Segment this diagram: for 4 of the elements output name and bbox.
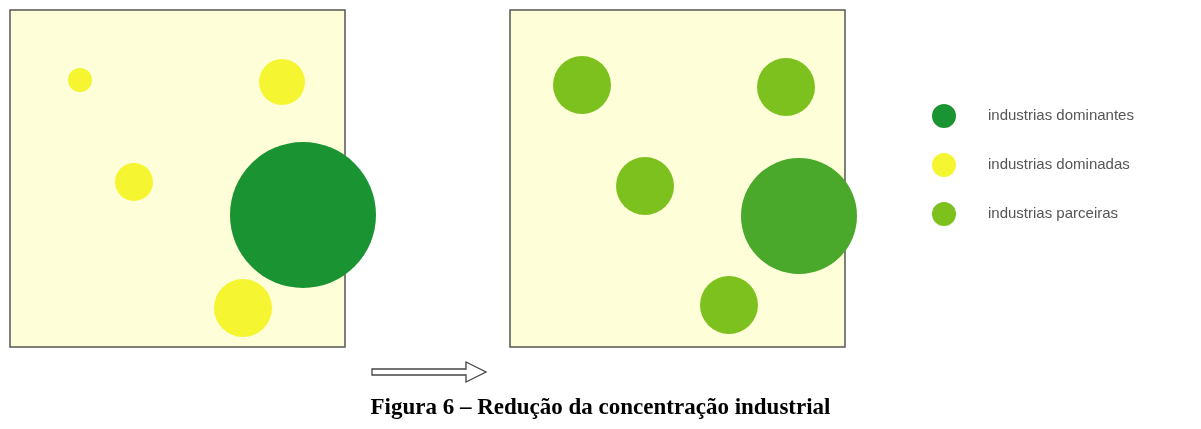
legend-label: industrias dominadas: [988, 155, 1130, 173]
legend-label: industrias parceiras: [988, 204, 1119, 222]
figure-caption: Figura 6 – Redução da concentração industrial: [369, 394, 832, 420]
legend-label: industrias dominantes: [988, 106, 1134, 124]
